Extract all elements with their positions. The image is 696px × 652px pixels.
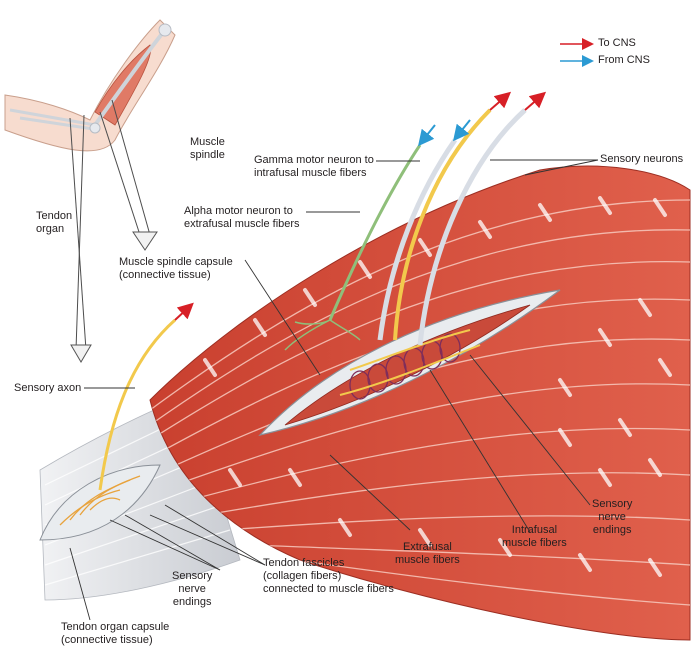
intrafusal-fibers-label: Intrafusal muscle fibers: [502, 524, 567, 549]
legend-from-cns-label: From CNS: [598, 54, 650, 66]
tendon-fascicles-label: Tendon fascicles (collagen fibers) conne…: [263, 557, 394, 595]
muscle-spindle-label: Muscle spindle: [190, 136, 225, 161]
sensory-nerve-endings-left-label: Sensory nerve endings: [172, 570, 213, 608]
tendon-organ: [39, 302, 194, 541]
spindle-capsule-label: Muscle spindle capsule (connective tissu…: [119, 256, 233, 281]
spindle-pointer-arrow: [132, 231, 158, 251]
sensory-axon-label: Sensory axon: [14, 382, 82, 394]
motor-neurons: [284, 119, 471, 351]
legend: [560, 38, 594, 67]
sensory-neurons-label: Sensory neurons: [600, 153, 684, 165]
alpha-motor-neuron-label: Alpha motor neuron to extrafusal muscle …: [184, 205, 300, 230]
muscle-belly: [149, 165, 691, 641]
tendon-organ-pointer-arrow: [70, 344, 92, 363]
legend-to-cns-label: To CNS: [598, 37, 636, 49]
gamma-motor-neuron-label: Gamma motor neuron to intrafusal muscle …: [254, 154, 374, 179]
tendon-organ-capsule-label: Tendon organ capsule (connective tissue): [61, 621, 170, 646]
muscle-spindle: [258, 289, 561, 437]
extrafusal-fibers-label: Extrafusal muscle fibers: [395, 541, 460, 566]
sensory-nerve-endings-right-label: Sensory nerve endings: [592, 498, 633, 536]
leader-lines: [69, 159, 599, 621]
arm-illustration: [0, 0, 180, 170]
tendon-organ-label: Tendon organ: [36, 210, 73, 235]
arm-pointer-lines: [69, 99, 151, 351]
